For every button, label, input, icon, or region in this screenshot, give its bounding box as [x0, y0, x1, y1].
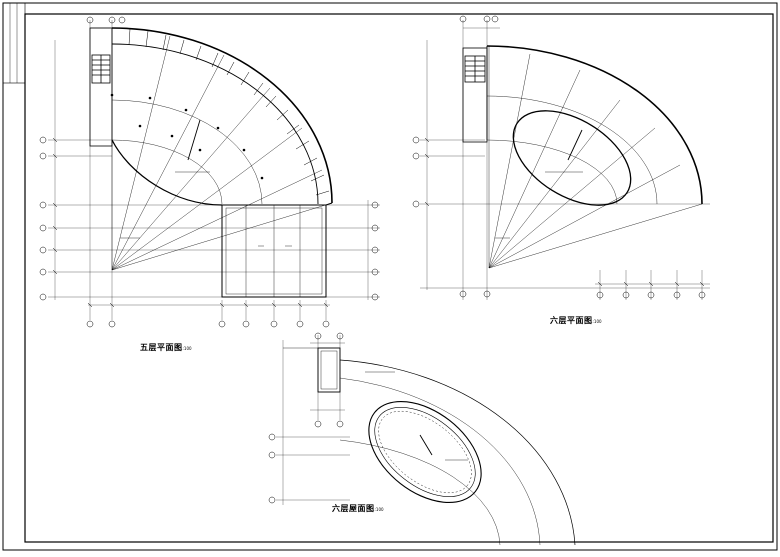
- sixth-floor-outer-wall: [486, 45, 703, 205]
- fifth-floor-outer-wall: [111, 27, 333, 205]
- sixth-floor-plan: [412, 15, 710, 300]
- roof-plan: [268, 332, 576, 546]
- plan-scale-sixth-floor: 1:100: [590, 319, 602, 324]
- fifth-floor-stair-core: [89, 27, 113, 147]
- plan-title-fifth-floor: 五层平面图: [140, 343, 183, 352]
- sixth-floor-stair-core: [462, 47, 488, 143]
- sixth-floor-grid-bubbles: [412, 15, 706, 299]
- plan-title-roof: 六层屋面图: [332, 504, 375, 513]
- roof-parapet-arcs: [339, 359, 576, 546]
- roof-grid-lines: [276, 335, 350, 505]
- sixth-floor-ring-lines: [486, 95, 658, 205]
- plan-title-sixth-floor: 六层平面图: [550, 316, 593, 325]
- fifth-floor-rect-wing: [221, 202, 333, 298]
- sixth-floor-atrium-ellipse: [512, 110, 632, 206]
- plan-scale-fifth-floor: 1:100: [180, 346, 192, 351]
- plan-scale-roof: 1:100: [372, 507, 384, 512]
- fifth-floor-annotations: [120, 119, 292, 247]
- sixth-floor-radial-lines: [488, 46, 703, 269]
- roof-annotations: [283, 347, 468, 461]
- sixth-floor-annotations: [495, 129, 583, 239]
- fifth-floor-columns: [110, 93, 264, 180]
- sixth-floor-grid-lines: [420, 20, 710, 300]
- fifth-floor-balcony-ticks: [128, 28, 330, 196]
- sixth-floor-dimension-ticks: [424, 137, 705, 287]
- fifth-floor-dimension-ticks: [52, 137, 329, 308]
- fifth-floor-plan: [39, 16, 380, 328]
- roof-skylight-ring: [368, 400, 482, 504]
- roof-grid-bubbles: [268, 332, 344, 504]
- fifth-floor-grid-bubbles: [39, 16, 379, 328]
- fifth-floor-atrium-edge: [111, 139, 223, 206]
- roof-stair-housing: [317, 347, 341, 393]
